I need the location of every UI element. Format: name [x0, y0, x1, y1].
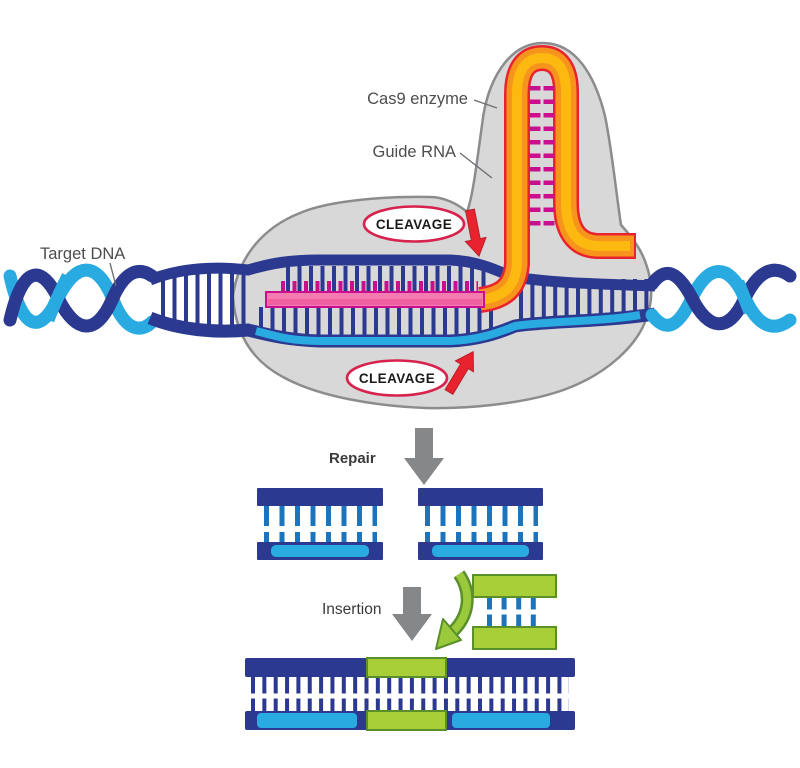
cleavage-arrow-lower [444, 350, 474, 396]
top-strand [147, 254, 656, 292]
guide-rna-pointer-line [459, 152, 493, 179]
repair-down-arrow [404, 428, 444, 485]
target-dna [3, 254, 797, 348]
cleavage-label-lower: CLEAVAGE [359, 371, 435, 386]
repaired-bottom-highlight-right [452, 713, 550, 728]
target-dna-label: Target DNA [40, 245, 125, 263]
cut-dna-fragment-right [416, 488, 546, 560]
inserted-segment-bottom [366, 710, 447, 731]
donor-top-bar [472, 574, 557, 598]
insertion-down-arrow [392, 587, 432, 641]
repair-section: Repair [255, 428, 546, 560]
dna-helix-right [645, 263, 797, 333]
guide-rna-label: Guide RNA [373, 143, 456, 161]
helix-left-strand-light [3, 263, 159, 335]
cleavage-oval-lower [345, 359, 449, 397]
helix-right-strand-light [645, 265, 797, 333]
insert-arrow-head [435, 618, 462, 650]
donor-bottom-bar [472, 626, 557, 650]
cleavage-callout-lower: CLEAVAGE [345, 359, 449, 397]
rna-dna-hybrid-shade [268, 299, 482, 305]
inserted-segment-top [366, 657, 447, 678]
cleavage-label-upper: CLEAVAGE [376, 217, 452, 232]
insert-curved-arrow [435, 570, 474, 650]
fragment-right-bottom-highlight [432, 545, 529, 557]
cut-dna-fragment-left [255, 488, 385, 560]
helix-left-crossover [41, 273, 74, 323]
cas9-complex-section: CLEAVAGE CLEAVAGE Cas9 enzyme Guide RNA … [3, 41, 797, 410]
donor-dna-fragment [472, 574, 557, 650]
cleavage-arrow-upper [464, 208, 487, 258]
fragment-left-bottom-highlight [271, 545, 369, 557]
repair-label: Repair [329, 450, 376, 467]
repaired-dna-with-insert [245, 657, 575, 731]
helix-right-strand-dark [645, 263, 797, 331]
cas9-pointer-line [473, 99, 498, 109]
guide-rna [265, 44, 636, 313]
target-dna-pointer-line [109, 262, 117, 287]
helix-right-crossover [731, 279, 757, 315]
insert-arrow-fill [447, 571, 472, 638]
fragment-right-top-bar [418, 488, 543, 506]
bottom-strand-highlight [254, 311, 641, 345]
cleavage-oval-upper [362, 205, 466, 243]
insertion-section: Insertion [245, 570, 575, 731]
guide-rna-tube-highlight [479, 52, 630, 305]
fragment-left-top-bar [257, 488, 383, 506]
cleavage-callout-upper: CLEAVAGE [362, 205, 466, 243]
repaired-bottom-highlight-left [257, 713, 357, 728]
cas9-enzyme-label: Cas9 enzyme [367, 90, 468, 108]
insertion-label: Insertion [322, 601, 381, 618]
dna-helix-left [3, 263, 159, 335]
helix-left-strand-dark [3, 265, 159, 333]
